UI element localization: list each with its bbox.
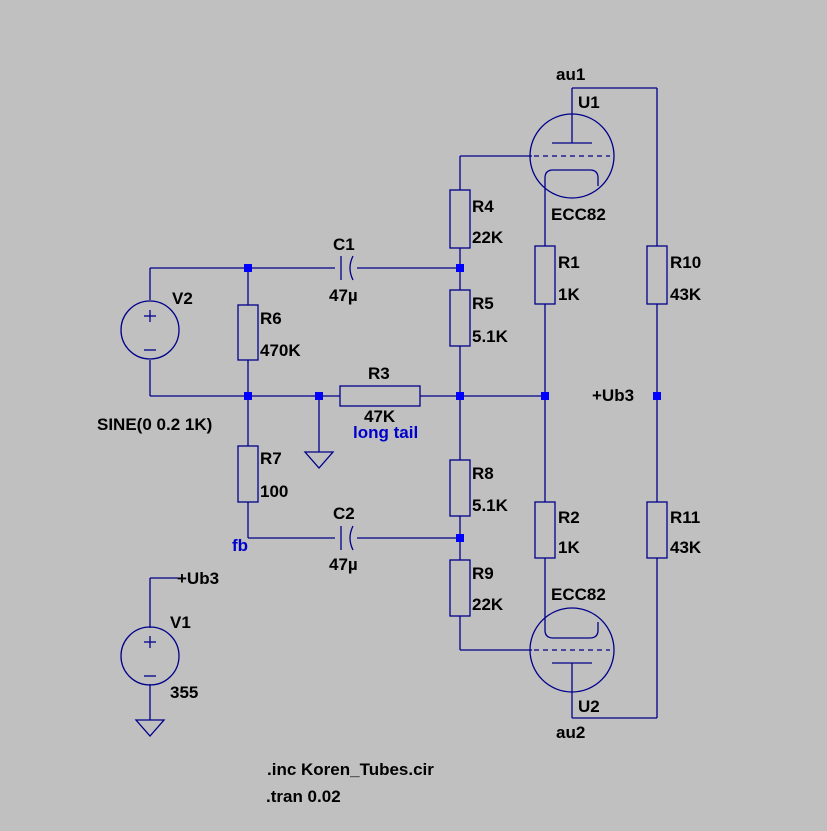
label-r3-value: 47K <box>364 407 396 426</box>
capacitor-c2[interactable] <box>340 525 354 551</box>
label-r5-name: R5 <box>472 294 494 313</box>
capacitor-c1[interactable] <box>340 255 354 281</box>
labels: U1 ECC82 ECC82 U2 R4 22K R5 5.1K R8 5.1K… <box>97 65 702 806</box>
voltage-source-v1[interactable] <box>120 626 180 686</box>
directive-tran: .tran 0.02 <box>266 787 341 806</box>
tube-u2[interactable] <box>529 607 615 693</box>
net-label-au1: au1 <box>556 65 585 84</box>
resistor-r8[interactable] <box>449 459 471 517</box>
junction-dot <box>541 392 549 400</box>
label-r8-name: R8 <box>472 464 494 483</box>
junction-dot <box>456 392 464 400</box>
label-c2-name: C2 <box>333 504 355 523</box>
resistor-r11[interactable] <box>646 501 668 559</box>
resistor-r7[interactable] <box>237 445 259 503</box>
directive-include: .inc Koren_Tubes.cir <box>267 760 434 779</box>
junction-dot <box>244 264 252 272</box>
label-r6-value: 470K <box>260 341 301 360</box>
label-r7-name: R7 <box>260 449 282 468</box>
label-r9-name: R9 <box>472 564 494 583</box>
tube-u1[interactable] <box>529 112 615 199</box>
junctions <box>244 264 661 542</box>
junction-dot <box>244 392 252 400</box>
label-r8-value: 5.1K <box>472 496 509 515</box>
label-u1-name: U1 <box>578 93 600 112</box>
ground-symbol-mid <box>303 451 335 469</box>
label-r10-value: 43K <box>670 285 702 304</box>
junction-dot <box>315 392 323 400</box>
label-u2-name: U2 <box>578 697 600 716</box>
junction-dot <box>456 534 464 542</box>
label-v1-value: 355 <box>170 683 198 702</box>
label-r3-name: R3 <box>368 364 390 383</box>
ground-symbol-v1 <box>134 719 166 737</box>
label-u2-model: ECC82 <box>551 585 606 604</box>
net-label-fb: fb <box>232 536 248 555</box>
label-r4-name: R4 <box>472 197 494 216</box>
label-r9-value: 22K <box>472 595 504 614</box>
junction-dot <box>653 392 661 400</box>
resistor-r3[interactable] <box>339 385 421 407</box>
resistor-r2[interactable] <box>534 501 556 559</box>
net-label-au2: au2 <box>556 723 585 742</box>
label-u1-model: ECC82 <box>551 205 606 224</box>
label-r7-value: 100 <box>260 482 288 501</box>
resistors <box>237 189 668 617</box>
resistor-r9[interactable] <box>449 559 471 617</box>
net-label-ub3-right: +Ub3 <box>592 386 634 405</box>
resistor-r5[interactable] <box>449 289 471 347</box>
label-r11-value: 43K <box>670 538 702 557</box>
label-r6-name: R6 <box>260 309 282 328</box>
capacitors <box>340 255 354 551</box>
label-c1-value: 47µ <box>329 286 358 305</box>
wires <box>149 87 658 720</box>
resistor-r4[interactable] <box>449 189 471 249</box>
junction-dot <box>456 264 464 272</box>
label-c1-name: C1 <box>333 235 355 254</box>
label-r5-value: 5.1K <box>472 327 509 346</box>
net-label-ub3-left: +Ub3 <box>177 569 219 588</box>
resistor-r1[interactable] <box>534 245 556 305</box>
label-v2-name: V2 <box>172 289 193 308</box>
label-r11-name: R11 <box>670 508 700 527</box>
label-r1-value: 1K <box>558 285 580 304</box>
label-r2-value: 1K <box>558 538 580 557</box>
net-label-long-tail: long tail <box>353 423 418 442</box>
label-c2-value: 47µ <box>329 555 358 574</box>
label-r1-name: R1 <box>558 253 580 272</box>
label-v2-value: SINE(0 0.2 1K) <box>97 415 212 434</box>
resistor-r6[interactable] <box>237 304 259 361</box>
voltage-source-v2[interactable] <box>120 300 180 360</box>
label-r4-value: 22K <box>472 228 504 247</box>
resistor-r10[interactable] <box>646 245 668 305</box>
label-r10-name: R10 <box>670 253 701 272</box>
label-v1-name: V1 <box>170 613 191 632</box>
label-r2-name: R2 <box>558 508 580 527</box>
